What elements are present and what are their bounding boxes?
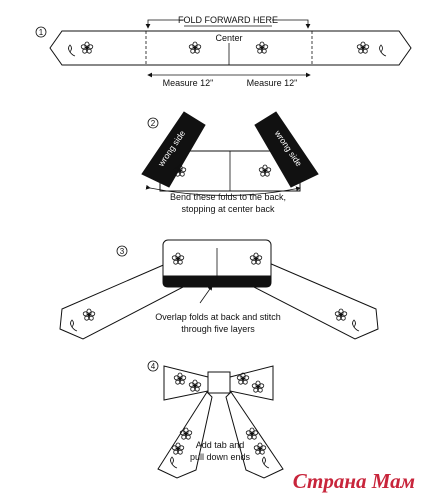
ribbon-strip [49,30,412,66]
step-2-number: 2 [151,119,156,128]
step-2-number-circle [147,117,159,129]
step-1-number: 1 [39,28,44,37]
bow-loop-left [163,365,209,401]
step-2: 2 wrong side wrong side Bend these folds… [141,111,319,214]
center-tab [207,371,231,394]
step-1: 1 FOLD FORWARD HERE Center Measure 12" M… [35,15,412,88]
step-3-number-circle [116,245,128,257]
step-4-number-circle [147,360,159,372]
step-4-caption-line-2: pull down ends [190,452,251,462]
watermark: Страна Мам [292,469,415,493]
bow-tail-right [225,391,284,479]
step-3-caption-line-2: through five layers [181,324,255,334]
fold-arrow-left [145,19,184,29]
measure-right-label: Measure 12" [247,78,298,88]
folded-flap-left [141,111,206,188]
step-4-number: 4 [151,362,156,371]
bend-arrow [145,184,301,196]
step-3: 3 Overlap folds at back and stitch throu… [59,239,379,340]
step-2-caption-line-2: stopping at center back [181,204,275,214]
stitch-arrow [199,285,213,304]
step-4-caption-line-1: Add tab and [196,440,245,450]
fold-arrow-right [272,19,311,29]
step-1-number-circle [35,26,47,38]
step-2-caption-line-1: Bend these folds to the back, [170,192,286,202]
folded-band-bottom [162,275,272,288]
bow-loop-right [229,365,274,401]
step-4: 4 Add tab and pull down ends [147,360,284,479]
step-3-number: 3 [120,247,125,256]
step-3-caption-line-1: Overlap folds at back and stitch [155,312,281,322]
measure-left-label: Measure 12" [163,78,214,88]
center-label: Center [215,33,242,43]
fold-forward-label: FOLD FORWARD HERE [178,15,278,25]
folded-flap-right [254,111,319,188]
